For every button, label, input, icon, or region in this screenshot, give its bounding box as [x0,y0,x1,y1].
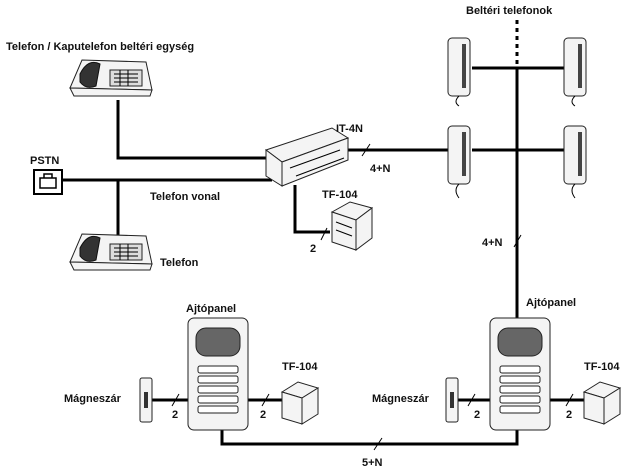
label-door-panel-right: Ajtópanel [526,297,576,309]
label-tf104-right: TF-104 [584,361,620,373]
label-tf104-center: TF-104 [322,189,358,201]
desk-phone-top-icon [69,59,153,97]
count-it4n-phones: 4+N [370,163,391,175]
door-panel-left-icon [187,317,249,431]
tf104-right-icon [582,381,622,425]
desk-phone-bottom-icon [69,233,153,271]
count-it4n-tf104: 2 [310,243,316,255]
label-indoor-phones: Beltéri telefonok [466,5,553,17]
label-pstn: PSTN [30,155,59,167]
count-lock-right: 2 [474,409,480,421]
wire-it4n-tf104 [293,185,330,234]
magnetic-lock-left-icon [139,377,153,423]
wire-panel-bus [220,428,519,446]
label-phone-indoor-unit: Telefon / Kaputelefon beltéri egység [6,41,194,53]
tf104-left-icon [280,381,320,425]
label-lock-right: Mágneszár [372,393,430,405]
pstn-socket-icon [33,169,63,195]
label-lock-left: Mágneszár [64,393,122,405]
door-panel-right-icon [489,317,551,431]
count-tf-right: 2 [566,409,572,421]
count-tf-left: 2 [260,409,266,421]
tf104-center-icon [330,201,374,251]
indoor-phone-4-icon [563,125,587,199]
label-phone-line: Telefon vonal [150,191,220,203]
magnetic-lock-right-icon [445,377,459,423]
label-phone: Telefon [160,257,199,269]
count-trunk-panel: 4+N [482,237,503,249]
label-it4n: IT-4N [336,123,363,135]
indoor-phone-1-icon [447,37,471,107]
indoor-phone-2-icon [563,37,587,107]
label-tf104-left: TF-104 [282,361,318,373]
it4n-module-icon [264,127,350,187]
indoor-phone-3-icon [447,125,471,199]
count-panel-bus: 5+N [362,457,383,469]
count-lock-left: 2 [172,409,178,421]
label-door-panel-left: Ajtópanel [186,303,236,315]
wire-phone-top [116,100,272,160]
